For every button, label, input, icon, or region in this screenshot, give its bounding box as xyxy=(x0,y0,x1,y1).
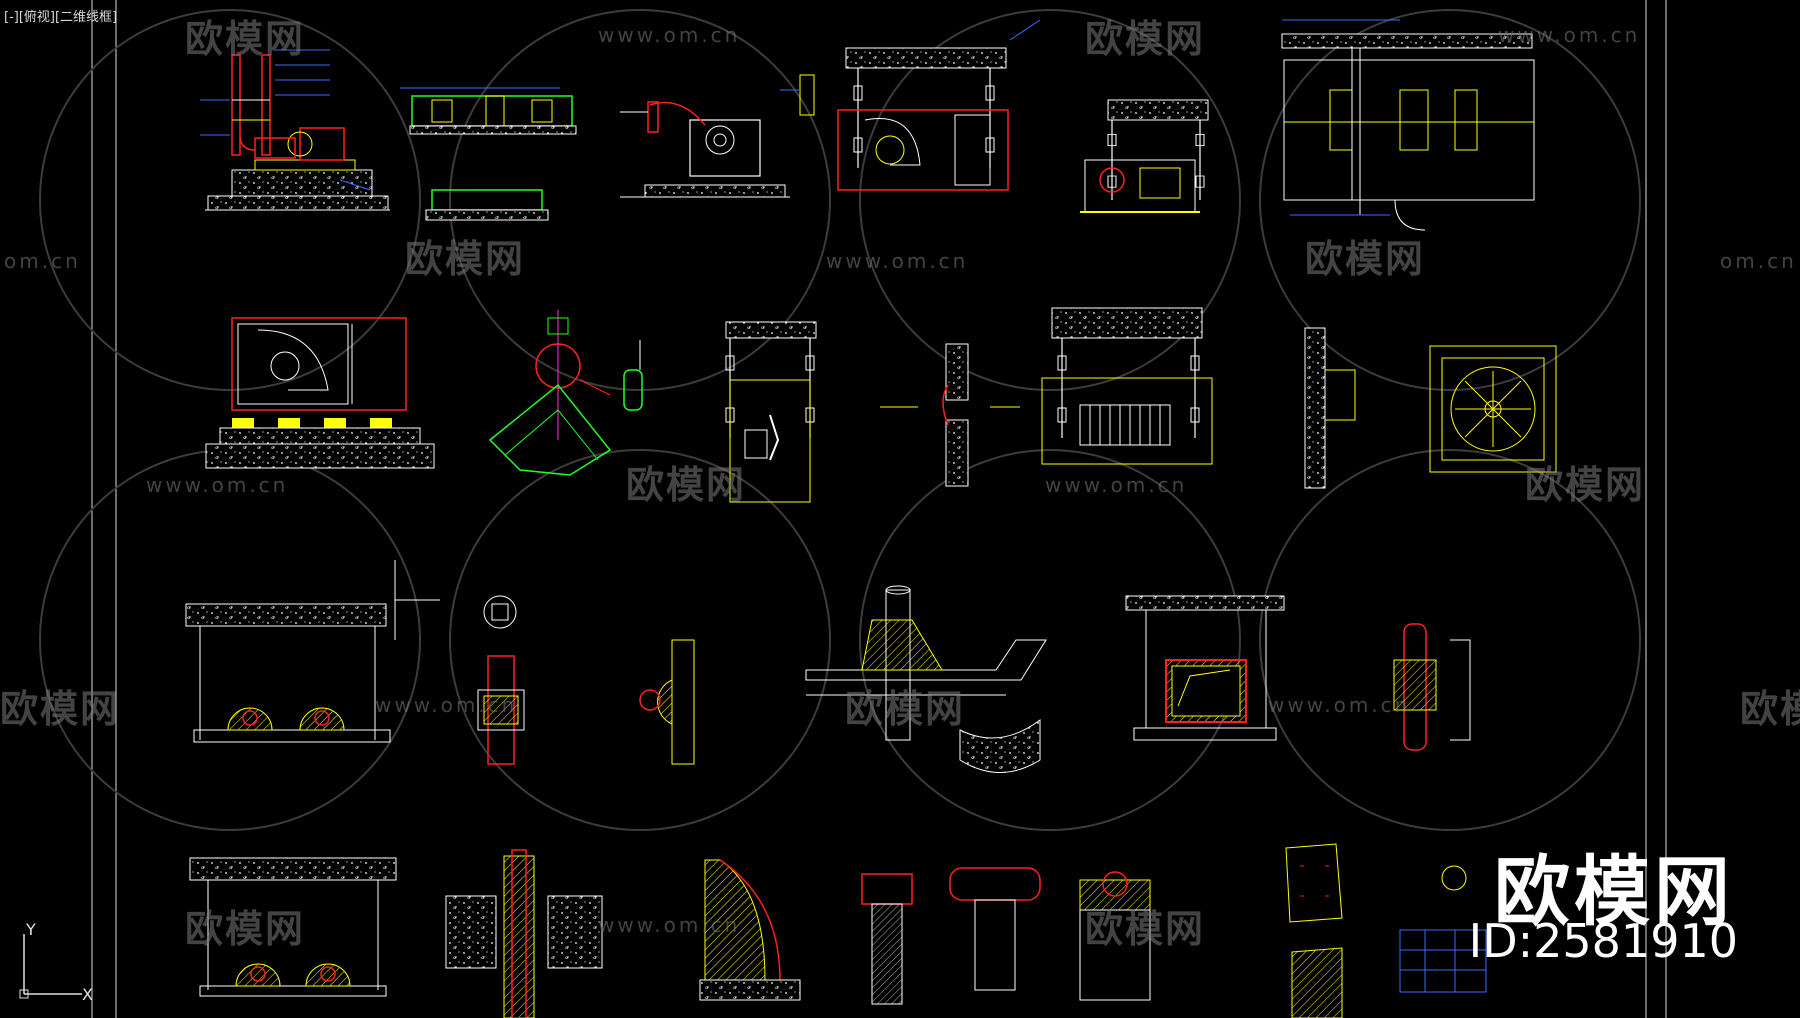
pipe-anchor-support-detail xyxy=(805,585,1047,773)
spring-hanger-bracket-detail xyxy=(488,310,643,476)
watermark-url: www.om.cn xyxy=(1045,473,1187,497)
centrifugal-fan-floor-detail xyxy=(620,74,815,198)
stamp-brand: 欧模网 xyxy=(1494,847,1734,936)
vertical-pipe-support-detail xyxy=(1393,623,1471,751)
pipe-riser-support-detail xyxy=(861,867,1151,1005)
watermark-brand: 欧模网 xyxy=(1085,17,1205,61)
pipe-wall-bracket-detail xyxy=(639,639,695,765)
stamp-id: ID:2581910 xyxy=(1468,914,1738,968)
watermark-url: www.om.cn xyxy=(598,23,740,47)
watermark-layer: 欧模网 欧模网 www.om.cn www.om.cn 欧模网 欧模网 om.c… xyxy=(0,17,1800,951)
watermark-url: www.om.cn xyxy=(826,249,968,273)
watermark-url: om.cn xyxy=(4,249,81,273)
watermark-brand: 欧模网 xyxy=(1305,237,1425,281)
inline-fan-hanging-detail xyxy=(725,321,817,503)
watermark-brand: 欧模网 xyxy=(1740,687,1800,731)
watermark-brand: 欧模网 xyxy=(0,687,120,731)
ucs-icon: Y X xyxy=(19,920,93,1004)
watermark-url: www.om.cn xyxy=(1498,23,1640,47)
watermark-brand: 欧模网 xyxy=(626,463,746,507)
fan-coil-hanging-detail xyxy=(1080,99,1209,213)
embedded-plate-detail xyxy=(1285,843,1487,1018)
watermark-url: www.om.cn xyxy=(146,473,288,497)
silencer-hanging-detail xyxy=(1041,307,1213,465)
duct-penetration-detail xyxy=(1281,19,1535,231)
watermark-arcs xyxy=(39,9,1641,831)
watermark-brand: 欧模网 xyxy=(185,17,305,61)
watermark-url: om.cn xyxy=(1720,249,1797,273)
watermark-brand: 欧模网 xyxy=(185,907,305,951)
duct-fire-damper-detail xyxy=(1125,595,1285,741)
ucs-y-label: Y xyxy=(25,920,36,939)
fan-spring-base-detail xyxy=(400,87,577,221)
pump-install-detail xyxy=(200,49,390,211)
watermark-brand: 欧模网 xyxy=(1085,907,1205,951)
air-handler-floor-detail xyxy=(205,317,435,469)
wall-sleeve-detail xyxy=(445,849,603,1018)
air-handler-hanging-detail xyxy=(837,19,1041,191)
watermark-brand: 欧模网 xyxy=(1525,463,1645,507)
pipe-elbow-support-detail xyxy=(699,859,801,1001)
pipe-double-hanger-detail xyxy=(185,560,440,743)
pipe-clamp-detail xyxy=(477,595,525,765)
wall-exhaust-fan-detail xyxy=(1304,327,1557,489)
watermark-brand: 欧模网 xyxy=(405,237,525,281)
ucs-x-label: X xyxy=(82,985,93,1004)
watermark-brand: 欧模网 xyxy=(845,687,965,731)
wall-duct-penetration-detail xyxy=(880,343,1020,487)
pipe-double-hanger-detail-2 xyxy=(189,857,397,997)
watermark-url: www.om.cn xyxy=(598,913,740,937)
viewport-label[interactable]: [-][俯视][二维线框] xyxy=(4,10,118,25)
watermark-url: www.om.cn xyxy=(375,693,517,717)
watermark-url: www.om.cn xyxy=(1268,693,1410,717)
